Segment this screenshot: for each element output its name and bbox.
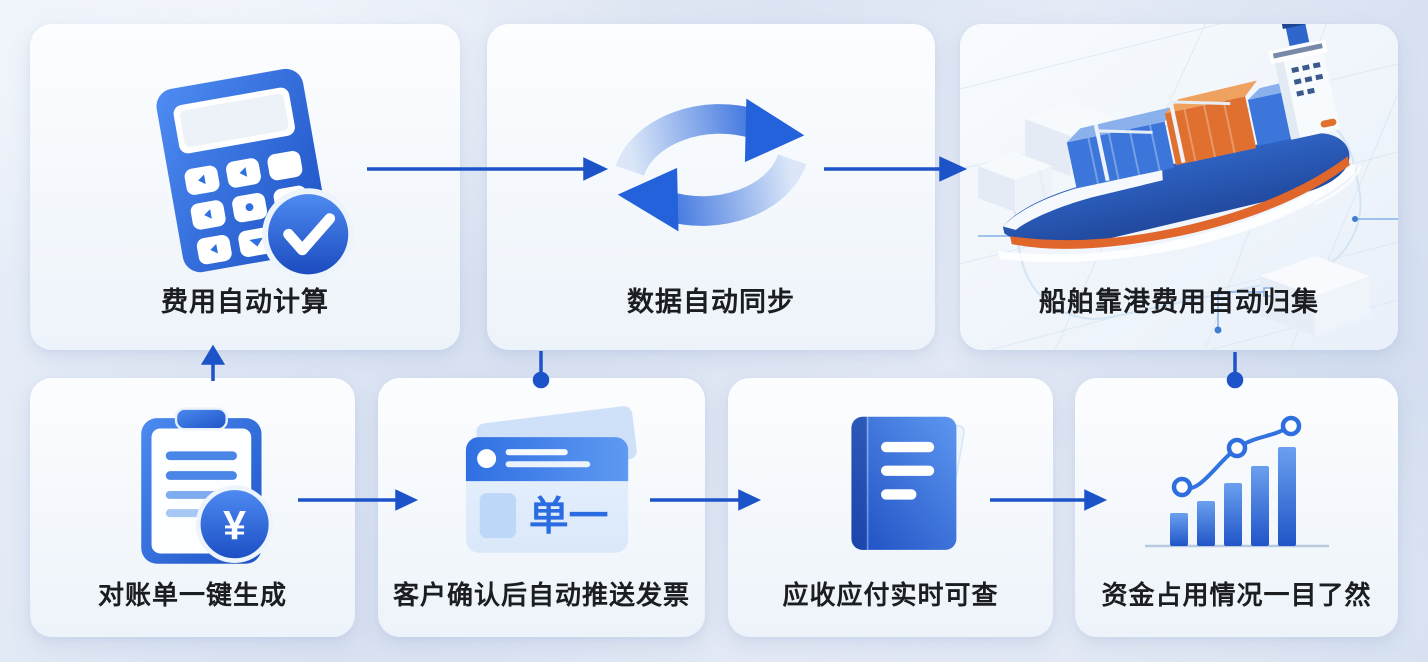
feature-card-port-fees: 船舶靠港费用自动归集 bbox=[960, 24, 1398, 350]
feature-card-receivables: 应收应付实时可查 bbox=[728, 378, 1053, 637]
sync-arrows-icon bbox=[605, 72, 817, 258]
ledger-documents-icon bbox=[813, 400, 983, 560]
feature-card-data-sync: 数据自动同步 bbox=[487, 24, 935, 350]
arrow-up-statement-to-calc bbox=[200, 344, 226, 381]
card-label: 船舶靠港费用自动归集 bbox=[1039, 287, 1319, 317]
card-label: 对账单一键生成 bbox=[97, 580, 287, 610]
feature-card-statement: ¥ 对账单一键生成 bbox=[30, 378, 355, 637]
yuan-symbol: ¥ bbox=[223, 502, 246, 548]
feature-card-invoice-push: 单一 客户确认后自动推送发票 bbox=[378, 378, 705, 637]
calculator-check-icon bbox=[130, 66, 365, 291]
feature-card-fee-auto-calc: 费用自动计算 bbox=[30, 24, 460, 350]
card-label: 数据自动同步 bbox=[627, 287, 795, 317]
growth-bar-chart-icon bbox=[1121, 400, 1351, 560]
container-ship-illustration bbox=[960, 24, 1398, 350]
invoice-icon-text: 单一 bbox=[529, 494, 608, 538]
card-label: 应收应付实时可查 bbox=[782, 580, 999, 610]
card-label: 费用自动计算 bbox=[161, 287, 329, 317]
statement-yuan-icon: ¥ bbox=[108, 396, 290, 578]
feature-card-capital-overview: 资金占用情况一目了然 bbox=[1075, 378, 1398, 637]
card-label: 客户确认后自动推送发票 bbox=[392, 580, 690, 610]
invoice-card-icon: 单一 bbox=[433, 406, 649, 570]
card-label: 资金占用情况一目了然 bbox=[1101, 580, 1372, 610]
